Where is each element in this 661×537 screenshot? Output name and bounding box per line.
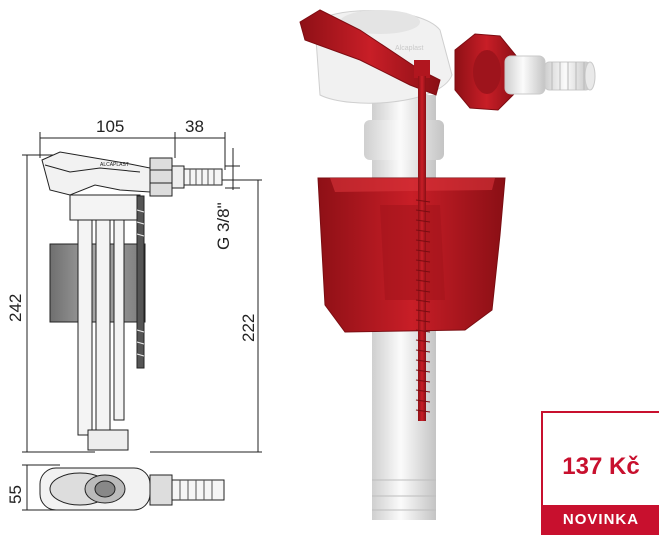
dimension-depth-label: 55 (6, 485, 25, 504)
price-badge: 137 Kč NOVINKA (541, 411, 659, 535)
valve-side-view-drawing: ALCAPLAST (41, 151, 223, 451)
dimension-total-height-label: 242 (6, 294, 25, 322)
dimension-inlet-label: 38 (185, 117, 204, 136)
dimension-thread-label: G 3/8" (214, 202, 233, 250)
price-label: 137 Kč (562, 453, 640, 480)
new-ribbon: NOVINKA (543, 505, 659, 535)
red-nut (454, 33, 519, 111)
dimension-width-label: 105 (96, 117, 124, 136)
dimension-inlet-height-label: 222 (239, 314, 258, 342)
fill-valve-product-image: Alcaplast (299, 9, 596, 520)
technical-drawing (22, 132, 262, 511)
svg-text:ALCAPLAST: ALCAPLAST (100, 162, 129, 168)
valve-top-view-drawing (39, 467, 225, 511)
svg-text:Alcaplast: Alcaplast (395, 45, 423, 52)
